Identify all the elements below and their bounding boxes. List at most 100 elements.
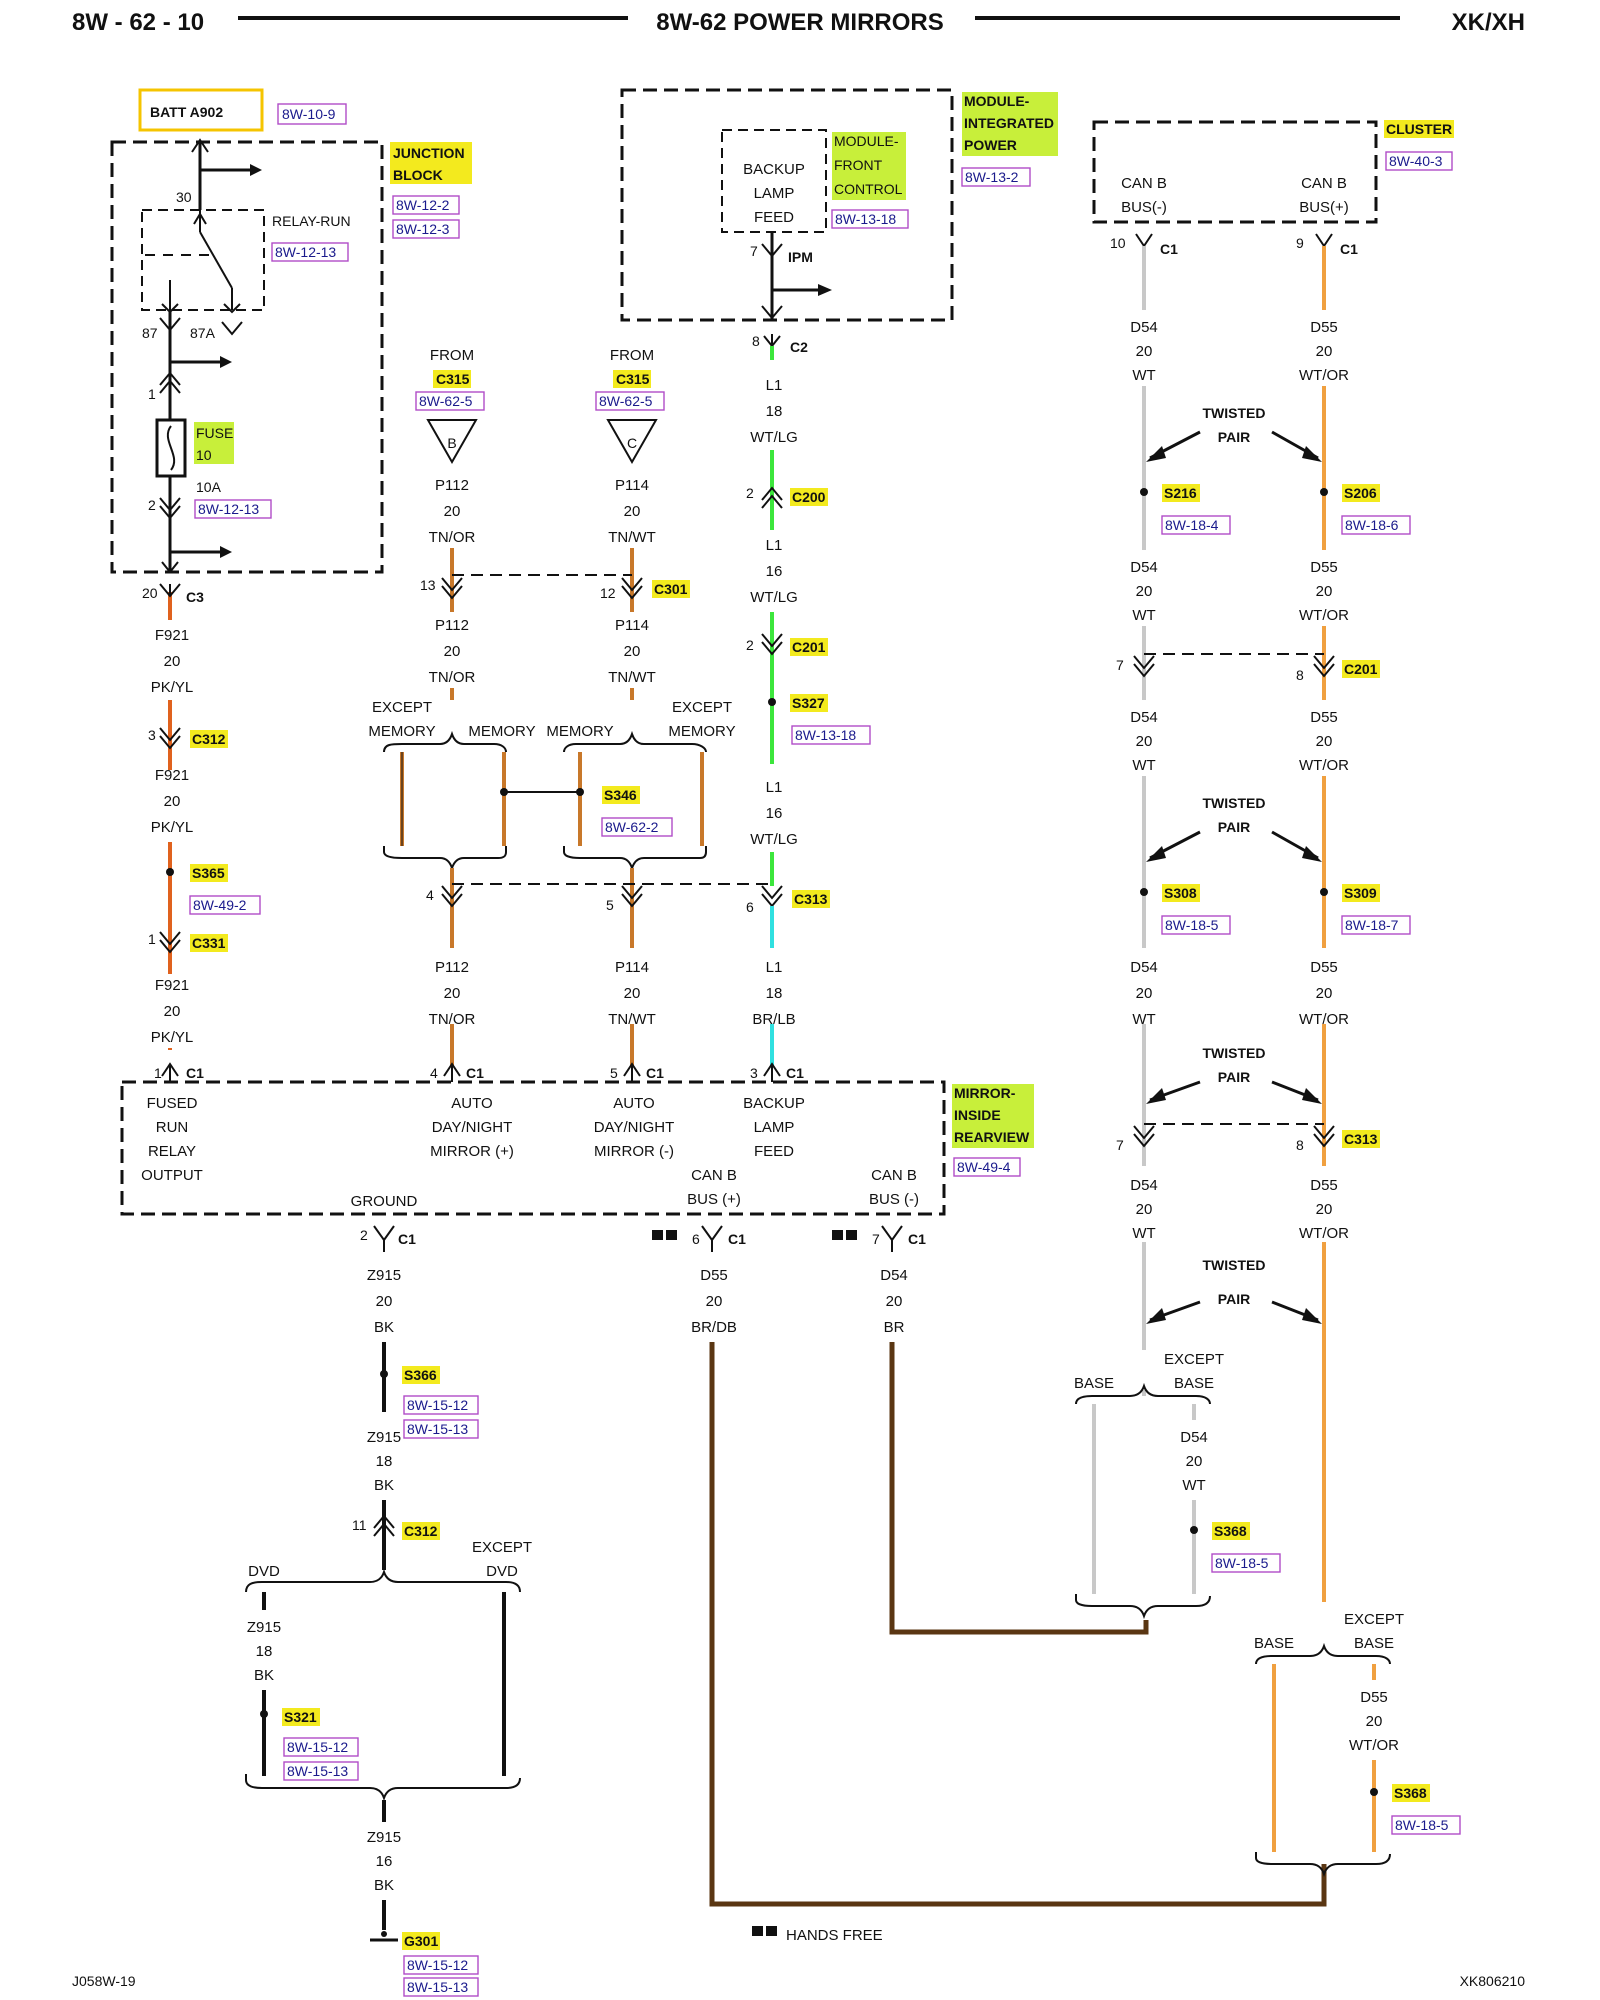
front-control-label2: FRONT: [834, 157, 883, 173]
mirror-pin-label: BUS (+): [687, 1191, 741, 1208]
page-header: 8W - 62 - 10 8W-62 POWER MIRRORS XK/XH: [72, 9, 1525, 36]
ipm-label2: INTEGRATED: [964, 115, 1054, 131]
batt-ref: 8W-10-9: [282, 106, 336, 122]
wire-label: Z915: [247, 1619, 281, 1636]
mirror-pin-label: MIRROR (-): [594, 1143, 674, 1160]
footer-figure-id: XK806210: [1460, 1973, 1526, 1989]
wire-color: WT: [1132, 1011, 1155, 1028]
c313-label: C313: [794, 891, 828, 907]
s327-ref: 8W-13-18: [795, 727, 856, 743]
c312-pin: 11: [352, 1517, 367, 1533]
mirror-label2: INSIDE: [954, 1107, 1001, 1123]
ipm-ref: 8W-13-2: [965, 169, 1019, 185]
wire-label: P112: [435, 617, 469, 634]
s321-ref: 8W-15-12: [287, 1739, 348, 1755]
relay-run-label: RELAY-RUN: [272, 213, 351, 229]
wire-gauge: 18: [256, 1643, 273, 1660]
mirror-c1-label: C1: [186, 1065, 204, 1081]
mirror-label3: REARVIEW: [954, 1129, 1030, 1145]
wire-label: F921: [155, 767, 189, 784]
s309-label: S309: [1344, 885, 1377, 901]
wire-gauge: 20: [444, 985, 461, 1002]
wire-gauge: 20: [164, 653, 181, 670]
wire-gauge: 20: [1136, 583, 1153, 600]
c2-pin: 8: [752, 333, 760, 349]
wire-label: D55: [1360, 1689, 1388, 1706]
c312-label: C312: [404, 1523, 438, 1539]
mirror-pin-label: BACKUP: [743, 1095, 805, 1112]
c313-pin-5: 5: [606, 897, 614, 913]
ground-wire-run: Z915 20 BK S366 8W-15-12 8W-15-13 Z915 1…: [245, 1267, 532, 1997]
ipm-feed-line3: FEED: [754, 209, 794, 226]
s216-label: S216: [1164, 485, 1197, 501]
ipm-section: MODULE- INTEGRATED POWER 8W-13-2 MODULE-…: [620, 88, 1058, 322]
can-wires-mirror: D55 20 BR/DB D54 20 BR: [691, 1267, 1327, 1907]
memory-options: EXCEPT MEMORY MEMORY MEMORY EXCEPT MEMOR…: [368, 699, 736, 872]
junction-block-section: BATT A902 8W-10-9 JUNCTION BLOCK 8W-12-2…: [110, 88, 472, 574]
wire-label: D55: [700, 1267, 728, 1284]
mirror-pin-6: 6: [692, 1231, 700, 1247]
junction-block-ref2: 8W-12-3: [396, 221, 450, 237]
mirror-pin-label: MIRROR (+): [430, 1143, 514, 1160]
wire-gauge: 16: [766, 563, 783, 580]
wire-label: P114: [615, 477, 649, 494]
hands-free-icon: [832, 1230, 843, 1240]
front-control-label1: MODULE-: [834, 133, 899, 149]
triangle-letter: C: [627, 435, 637, 451]
cluster-c1: C1: [1160, 241, 1178, 257]
twisted-label: TWISTED: [1203, 1045, 1266, 1061]
cluster-pin-label: BUS(-): [1121, 199, 1167, 216]
mirror-pin-4: 4: [430, 1065, 438, 1081]
memory-label: MEMORY: [546, 723, 613, 740]
wire-label: D55: [1310, 319, 1338, 336]
wire-color: WT/OR: [1299, 1011, 1349, 1028]
wire-gauge: 20: [1136, 343, 1153, 360]
cluster-pin-9: 9: [1296, 235, 1304, 251]
wire-color: BK: [254, 1667, 274, 1684]
c201-pin: 2: [746, 637, 754, 653]
mirror-c1-label: C1: [466, 1065, 484, 1081]
from-c315-c: FROM C315 8W-62-5 C P114 20 TN/WT: [595, 347, 665, 620]
ipm-box: [620, 88, 954, 322]
wire-color: WT: [1132, 367, 1155, 384]
wire-color: WT/OR: [1299, 367, 1349, 384]
hands-free-icon: [752, 1926, 763, 1936]
twisted-label: TWISTED: [1203, 405, 1266, 421]
base-label: BASE: [1354, 1635, 1394, 1652]
c312-label: C312: [192, 731, 226, 747]
ipm-label1: MODULE-: [964, 93, 1030, 109]
junction-block-label1: JUNCTION: [393, 145, 465, 161]
except-label: EXCEPT: [672, 699, 732, 716]
cluster-box: [1092, 120, 1378, 224]
wire-color: WT: [1132, 607, 1155, 624]
wire-label: D55: [1310, 559, 1338, 576]
mirror-pin-label: CAN B: [691, 1167, 737, 1184]
splice-s366: [380, 1370, 388, 1378]
wire-color: PK/YL: [151, 679, 194, 696]
pin-30: 30: [176, 189, 192, 205]
c301-pin-12: 12: [600, 585, 616, 601]
wire-color: TN/WT: [608, 529, 655, 546]
wire-gauge: 20: [624, 503, 641, 520]
memory-label: MEMORY: [468, 723, 535, 740]
mirror-label1: MIRROR-: [954, 1085, 1016, 1101]
wire-label: D55: [1310, 959, 1338, 976]
cluster-pin-label: CAN B: [1121, 175, 1167, 192]
wire-gauge: 20: [1186, 1453, 1203, 1470]
c313-pin-7: 7: [1116, 1137, 1124, 1153]
front-control-label3: CONTROL: [834, 181, 903, 197]
front-control-ref: 8W-13-18: [835, 211, 896, 227]
s366-ref: 8W-15-13: [407, 1421, 468, 1437]
g301-ref: 8W-15-13: [407, 1979, 468, 1995]
pair-label: PAIR: [1218, 819, 1250, 835]
wire-label: P112: [435, 959, 469, 976]
mirror-pin-5: 5: [610, 1065, 618, 1081]
mirror-c1-label: C1: [786, 1065, 804, 1081]
wire-gauge: 20: [164, 1003, 181, 1020]
s366-label: S366: [404, 1367, 437, 1383]
wire-label: P114: [615, 617, 649, 634]
wire-label: F921: [155, 977, 189, 994]
wire-color: BR/DB: [691, 1319, 737, 1336]
cluster-c1: C1: [1340, 241, 1358, 257]
wire-gauge: 20: [1366, 1713, 1383, 1730]
